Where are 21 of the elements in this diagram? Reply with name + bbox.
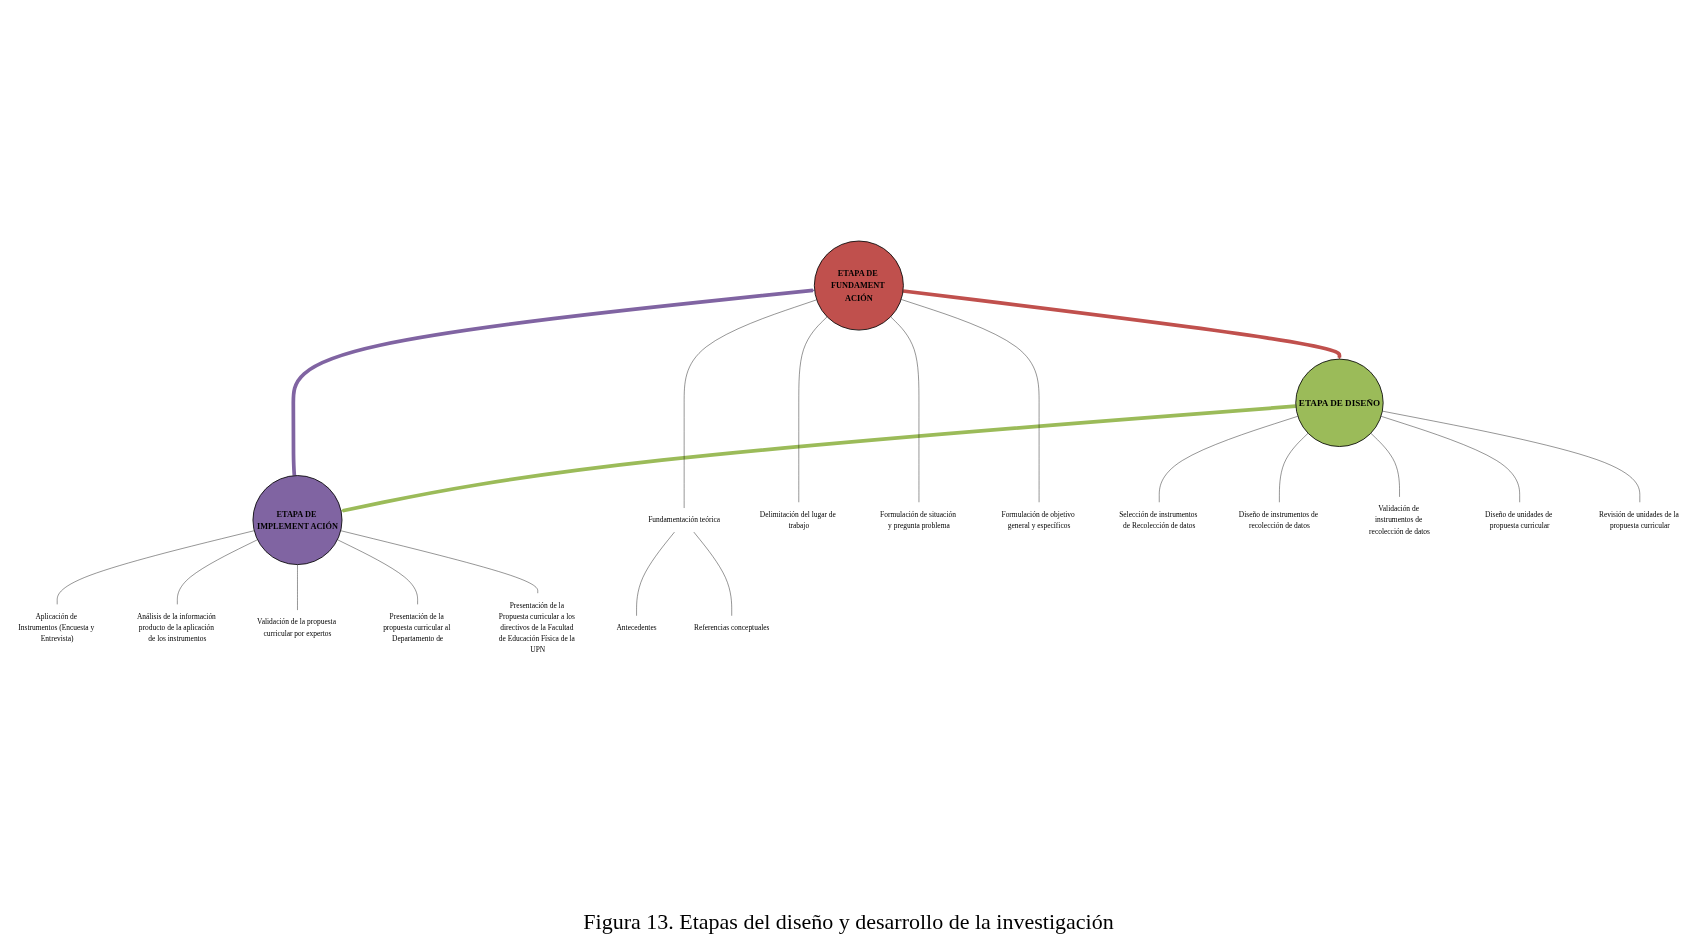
connector bbox=[683, 299, 817, 509]
connector bbox=[297, 564, 298, 611]
node-circle: ETAPA DE IMPLEMENT ACIÓN bbox=[252, 475, 343, 566]
node-circle: ETAPA DE DISEÑO bbox=[1295, 358, 1384, 447]
connector bbox=[901, 299, 1040, 503]
connector bbox=[56, 530, 255, 605]
connector bbox=[798, 316, 828, 503]
arrow bbox=[340, 404, 1296, 513]
figure-caption: Figura 13. Etapas del diseño y desarrollo de la investigación bbox=[583, 909, 1114, 935]
node-circle: ETAPA DE FUNDAMENT ACIÓN bbox=[813, 240, 904, 331]
connector bbox=[1370, 433, 1400, 498]
connector bbox=[1382, 410, 1641, 503]
arrow bbox=[902, 289, 1342, 360]
arrow bbox=[291, 288, 815, 476]
connector bbox=[340, 530, 538, 594]
connector bbox=[890, 316, 920, 503]
connector bbox=[1380, 416, 1520, 503]
connector bbox=[1279, 433, 1309, 503]
connector bbox=[1159, 416, 1299, 503]
connector bbox=[337, 539, 418, 605]
connector bbox=[177, 539, 258, 605]
